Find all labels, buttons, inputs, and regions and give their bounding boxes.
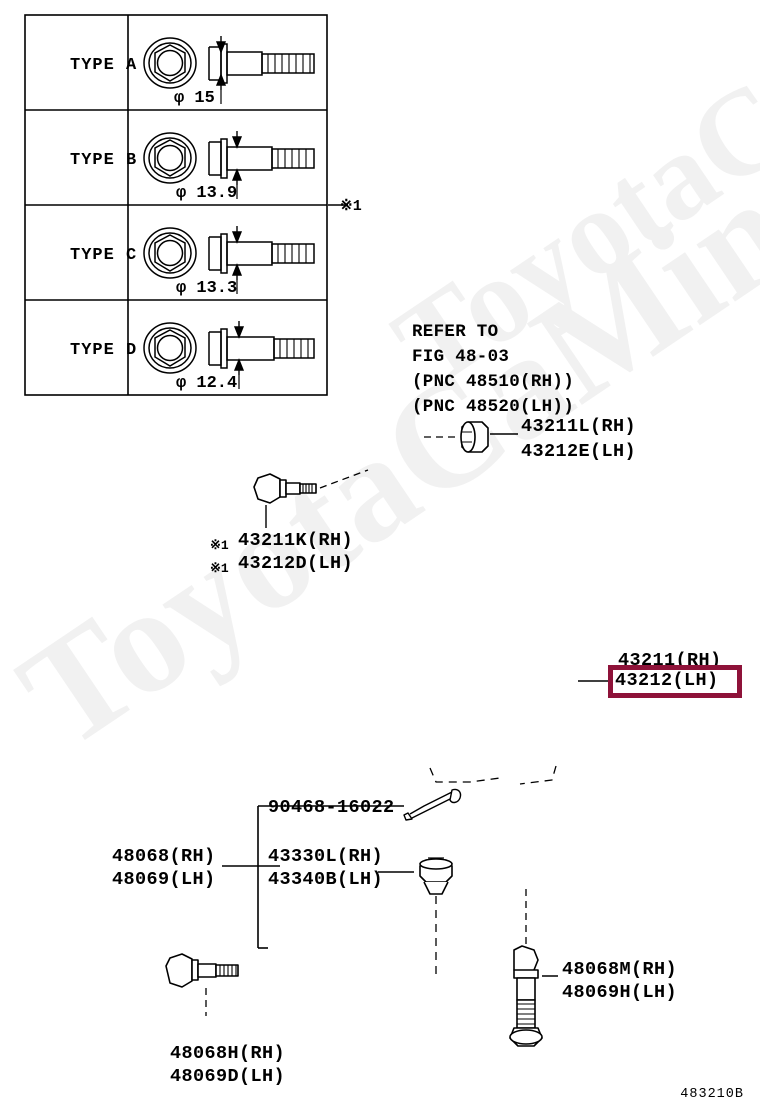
arm-front-bolt-rh: 48068H(RH) [170,1043,286,1064]
type-d-diameter: φ 12.4 [176,374,237,393]
type-b-diameter: φ 13.9 [176,184,237,203]
refer-line-2: FIG 48-03 [412,347,510,367]
refer-line-1: REFER TO [412,322,499,342]
bolt-head-icon [143,132,197,184]
ball-joint-lh: 43340B(LH) [268,869,384,890]
bolt-head-icon [143,322,197,374]
strut-bolt-marker-2: ※1 [210,561,229,576]
arm-front-bolt-icon [165,953,239,988]
type-a-diameter: φ 15 [174,89,215,108]
dimension-arrow-icon [233,321,245,389]
figure-id: 483210B [680,1087,744,1102]
cotter-pin-callout: 90468-16022 [268,797,395,818]
bolt-head-icon [143,37,197,89]
dimension-arrow-icon [215,36,227,104]
knuckle-nut-rh: 43211L(RH) [521,416,637,437]
refer-line-4: (PNC 48520(LH)) [412,397,575,417]
ball-joint-nut-icon [419,857,453,895]
strut-bolt-rh: 43211K(RH) [238,530,354,551]
lower-arm-lh: 48069(LH) [112,869,216,890]
refer-to-callout: REFER TO FIG 48-03 (PNC 48510(RH)) (PNC 485… [412,320,574,420]
steering-knuckle-lh: 43212(LH) [615,670,719,691]
steering-knuckle-highlight-box [608,665,742,698]
table-note-marker: ※1 [340,198,362,215]
type-c-diameter: φ 13.3 [176,279,237,298]
dimension-arrow-icon [231,226,243,294]
type-a-label: TYPE A [70,56,137,75]
bolt-type-table: TYPE A φ 15 TYPE B φ 13.9 [24,14,328,396]
lower-arm-rh: 48068(RH) [112,846,216,867]
bolt-side-icon [208,138,315,179]
arm-front-bolt-lh: 48069D(LH) [170,1066,286,1087]
bolt-side-icon [208,328,315,369]
cotter-pin-icon [403,788,462,821]
arm-rear-bolt-lh: 48069H(LH) [562,982,678,1003]
strut-bolt-lh: 43212D(LH) [238,553,354,574]
strut-bolt-icon [253,473,317,504]
arm-rear-bolt-rh: 48068M(RH) [562,959,678,980]
ball-joint-rh: 43330L(RH) [268,846,384,867]
dimension-arrow-icon [231,131,243,199]
type-d-label: TYPE D [70,341,137,360]
bolt-side-icon [208,43,315,84]
bolt-side-icon [208,233,315,274]
refer-line-3: (PNC 48510(RH)) [412,372,575,392]
knuckle-nut-lh: 43212E(LH) [521,441,637,462]
bolt-head-icon [143,227,197,279]
arm-rear-bolt-icon [509,945,543,1047]
type-c-label: TYPE C [70,246,137,265]
strut-bolt-marker-1: ※1 [210,538,229,553]
type-b-label: TYPE B [70,151,137,170]
knuckle-nut-icon [460,421,489,453]
knuckle-nut-callout: 43211L(RH) 43212E(LH) [521,414,636,464]
